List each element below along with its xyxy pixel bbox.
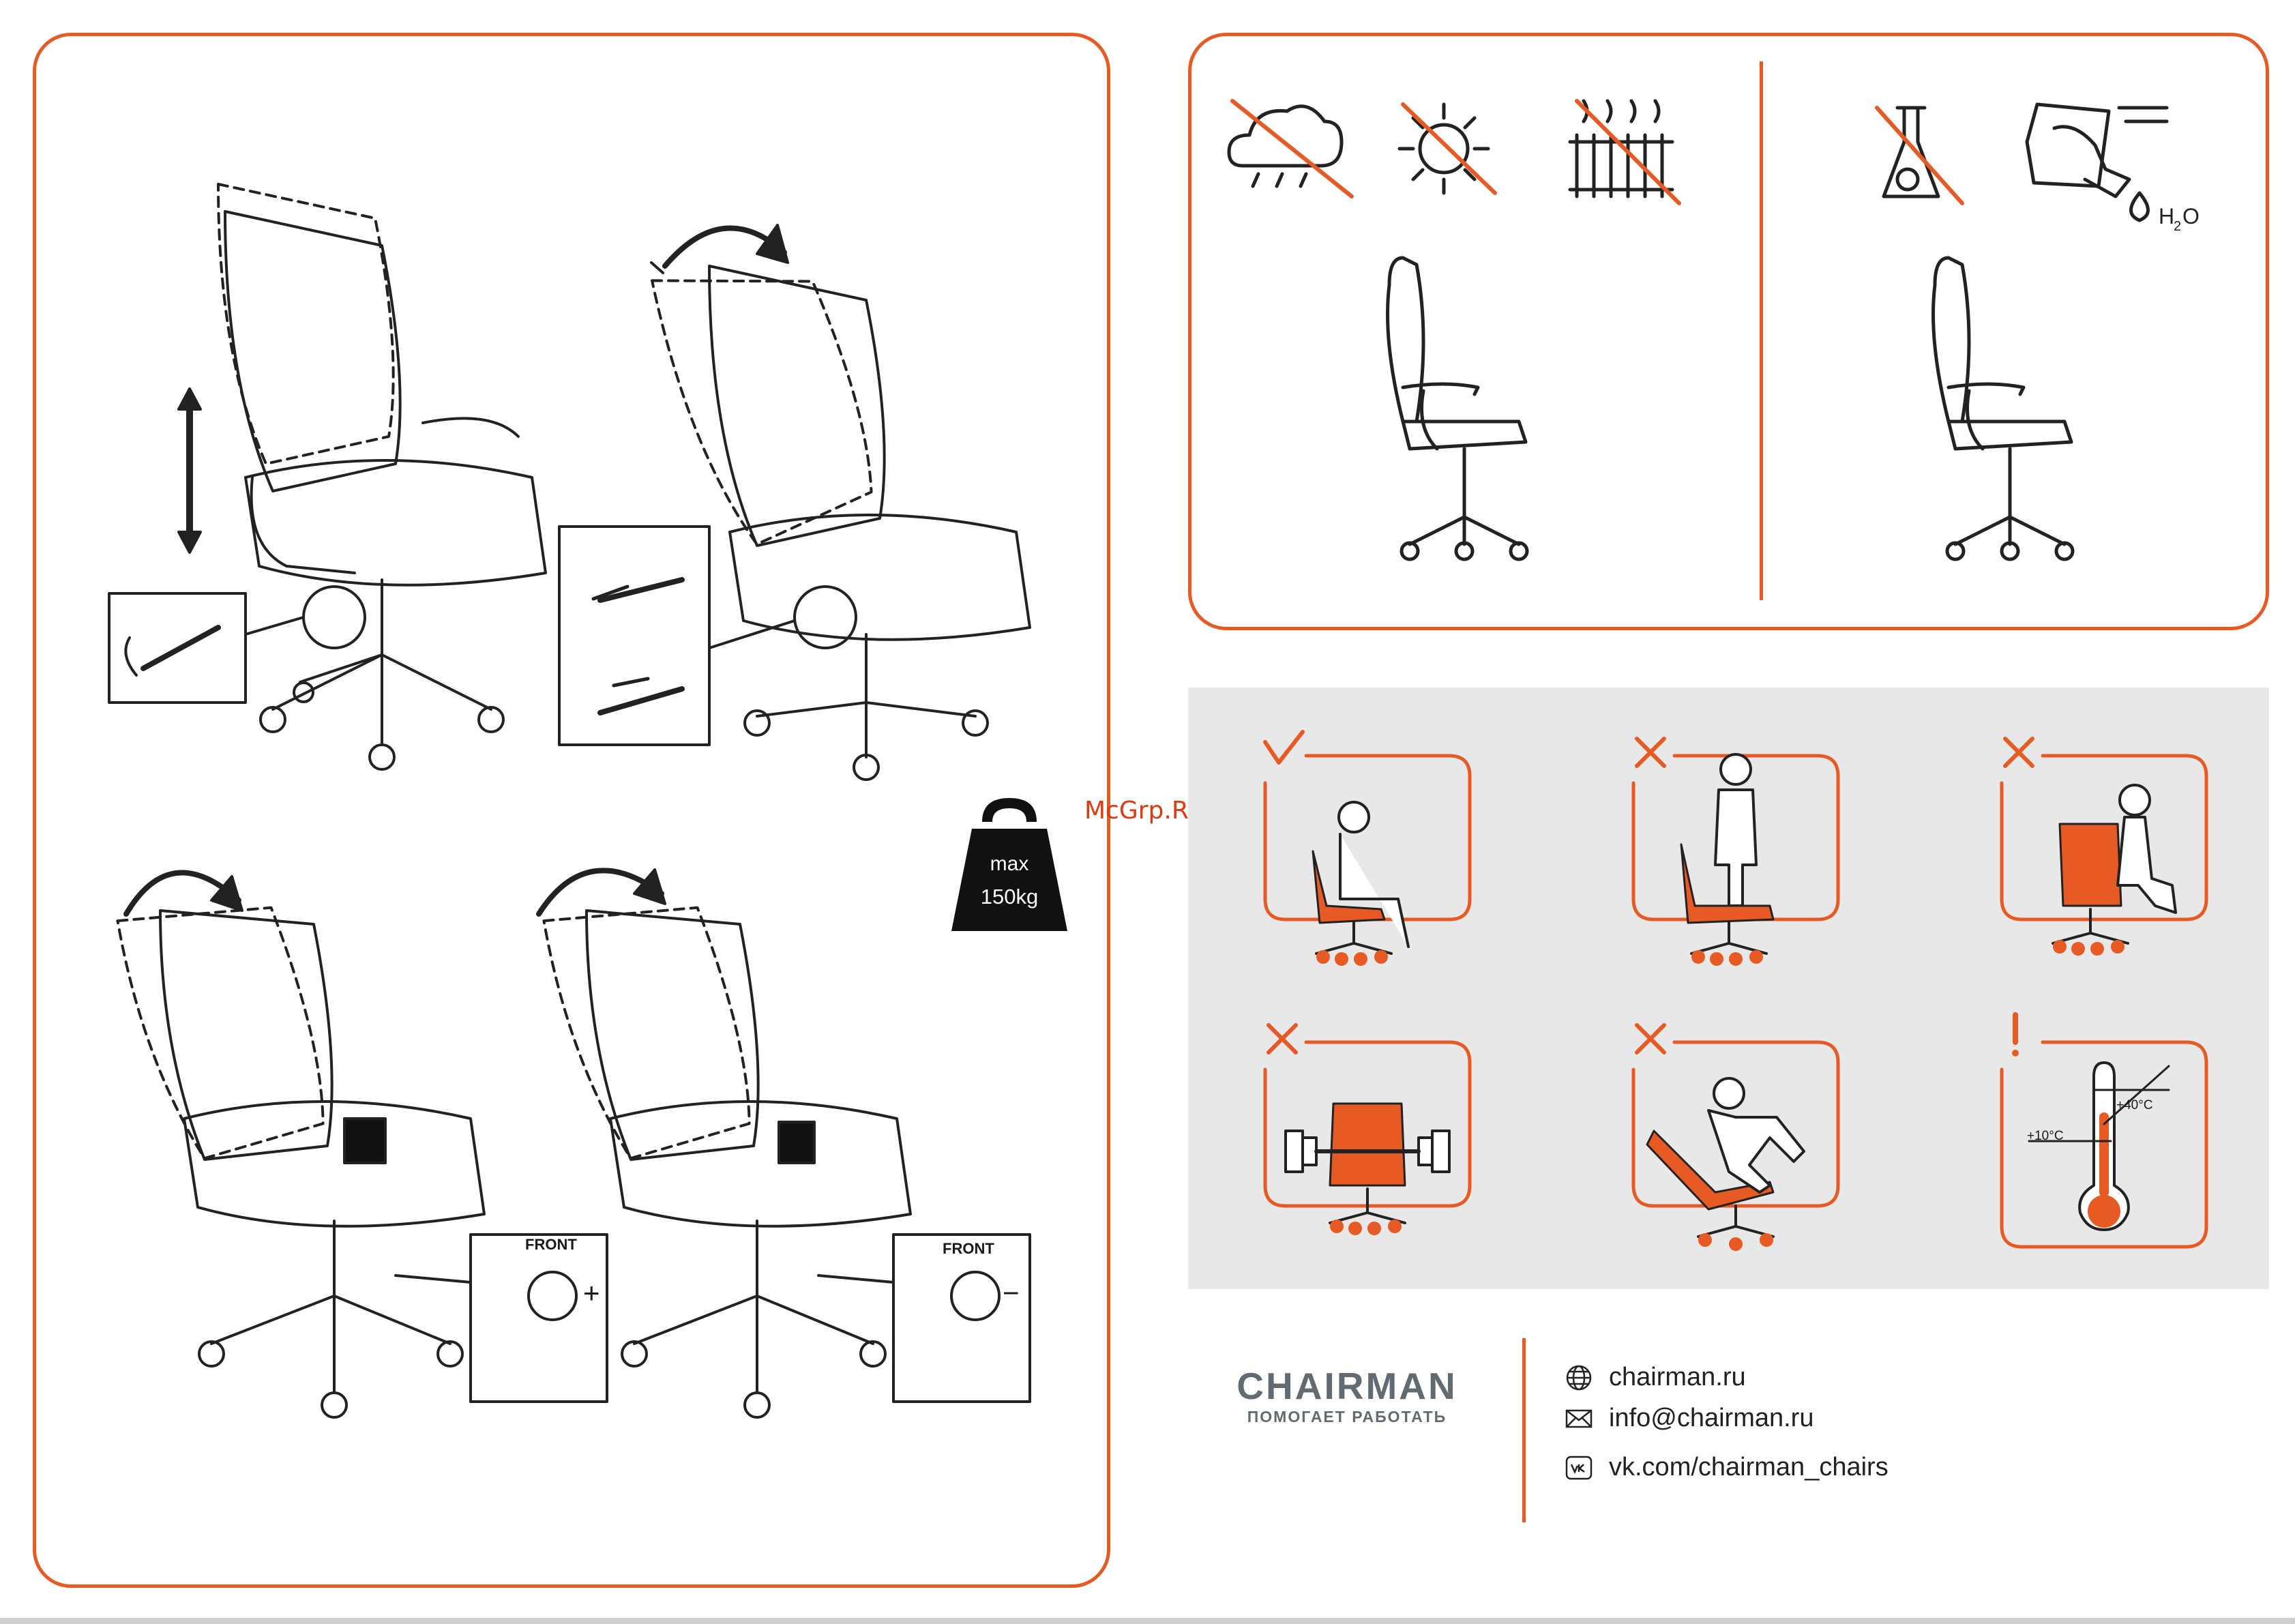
brand-tagline: ПОМОГАЕТ РАБОТАТЬ <box>1224 1408 1470 1426</box>
weight-max-label: max <box>948 853 1071 876</box>
contact-website[interactable]: chairman.ru <box>1565 1363 1746 1392</box>
temperature-max: +40°C <box>2116 1098 2153 1113</box>
svg-text:H: H <box>2159 204 2174 228</box>
no-rain-icon <box>1229 101 1352 196</box>
front-label-plus: FRONT <box>525 1236 577 1254</box>
usage-icons <box>1188 688 2269 1289</box>
care-chair-a-icon <box>1388 258 1528 559</box>
email-link[interactable]: info@chairman.ru <box>1609 1404 1813 1433</box>
no-kneeling-icon <box>2002 739 2206 956</box>
watermark: McGrp.Ru <box>1084 797 1203 825</box>
weight-small-icon-plus <box>344 1119 385 1163</box>
tension-sign-minus: − <box>1003 1277 1020 1310</box>
website-link[interactable]: chairman.ru <box>1609 1363 1746 1392</box>
vk-link[interactable]: vk.com/chairman_chairs <box>1609 1453 1889 1482</box>
globe-icon <box>1565 1364 1593 1391</box>
front-label-minus: FRONT <box>943 1240 994 1258</box>
tension-sign-plus: + <box>583 1277 600 1310</box>
correct-sitting-icon <box>1265 732 1470 966</box>
chair-tilt-lock-illustration <box>559 244 1030 780</box>
vk-icon <box>1565 1454 1593 1481</box>
brand-logo: CHAIRMAN ПОМОГАЕТ РАБОТАТЬ <box>1224 1368 1470 1426</box>
contact-email[interactable]: info@chairman.ru <box>1565 1404 1813 1433</box>
brand-name: CHAIRMAN <box>1224 1368 1470 1405</box>
temperature-min: +10°C <box>2027 1129 2064 1144</box>
svg-text:O: O <box>2182 204 2200 228</box>
svg-text:2: 2 <box>2174 219 2181 234</box>
weight-capacity: 150kg <box>948 885 1071 909</box>
contact-vk[interactable]: vk.com/chairman_chairs <box>1565 1453 1889 1482</box>
envelope-icon <box>1565 1405 1593 1432</box>
no-leaning-back-icon <box>1633 1025 1838 1251</box>
bottom-edge <box>0 1618 2295 1624</box>
weight-small-icon-minus <box>779 1122 814 1163</box>
no-chemicals-icon <box>1877 108 1962 203</box>
footer-divider <box>1522 1338 1526 1522</box>
no-sun-icon <box>1400 104 1495 193</box>
no-heater-icon <box>1570 101 1679 203</box>
care-chair-b-icon <box>1934 258 2073 559</box>
no-overload-icon <box>1265 1025 1470 1235</box>
chair-height-adjust-illustration <box>109 184 546 769</box>
care-icons: H 2 O <box>1188 33 2269 630</box>
no-standing-icon <box>1633 739 1838 966</box>
wipe-with-water-icon <box>2027 104 2167 220</box>
